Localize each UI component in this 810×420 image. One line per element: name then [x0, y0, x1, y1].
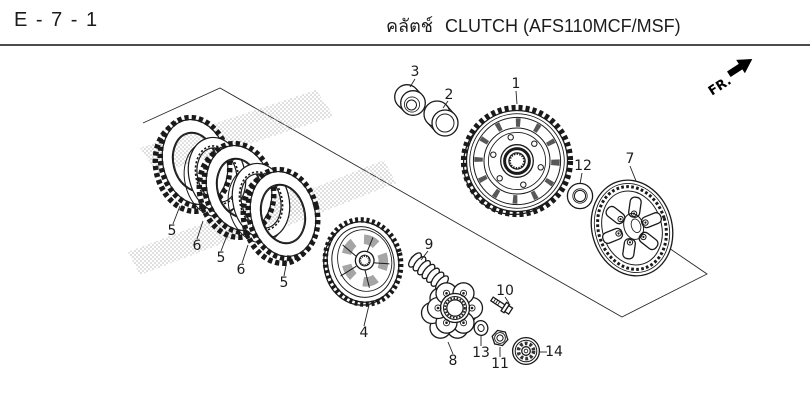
callouts: 3 2 1 12 7 5 6 5 6 5 4 9 10 8 13 11 14: [168, 64, 635, 372]
callout-11: 11: [491, 356, 509, 372]
leader-line: [172, 205, 181, 225]
callout-6b: 6: [237, 262, 246, 278]
callout-5a: 5: [168, 223, 177, 239]
callout-2: 2: [445, 87, 454, 103]
fr-label: FR.: [706, 74, 734, 100]
clutch-parts-diagram: 3 2 1 12 7 5 6 5 6 5 4 9 10 8 13 11 14 F…: [128, 58, 753, 372]
leader-line: [409, 78, 416, 88]
leader-line: [515, 90, 518, 105]
leader-line: [420, 250, 429, 261]
leader-line: [579, 172, 583, 185]
page-title-en: CLUTCH (AFS110MCF/MSF): [444, 16, 681, 36]
leader-line: [442, 100, 449, 109]
part-12-washer: [566, 182, 594, 210]
callout-5b: 5: [217, 250, 226, 266]
leader-line: [283, 254, 289, 277]
part-14-bearing: [511, 336, 541, 366]
leader-line: [220, 232, 229, 252]
fr-arrow-icon: [727, 58, 753, 77]
part-10-bolt: [489, 296, 514, 316]
callout-9: 9: [425, 237, 434, 253]
leader-line: [196, 220, 204, 240]
leader-line: [629, 165, 637, 182]
callout-14: 14: [545, 344, 563, 360]
callout-6a: 6: [193, 238, 202, 254]
callout-4: 4: [360, 325, 369, 341]
page-code: E - 7 - 1: [14, 9, 99, 31]
callout-10: 10: [496, 283, 514, 299]
leader-line: [447, 341, 454, 355]
page-title-thai: คลัตช์: [386, 16, 433, 36]
callout-8: 8: [449, 353, 458, 369]
callout-12: 12: [574, 158, 592, 174]
leader-lines: [172, 78, 637, 357]
page-title: คลัตช์ CLUTCH (AFS110MCF/MSF): [386, 11, 693, 40]
part-11-nut: [491, 329, 509, 347]
part-4-drive-plate: [322, 217, 404, 307]
leader-line: [363, 304, 370, 327]
callout-1: 1: [512, 76, 521, 92]
fr-direction-indicator: FR.: [706, 58, 753, 100]
part-13-washer: [473, 319, 489, 337]
callout-13: 13: [472, 345, 490, 361]
callout-7: 7: [626, 151, 635, 167]
leader-line: [504, 296, 510, 304]
part-1-clutch-outer: [460, 104, 574, 218]
callout-5c: 5: [280, 275, 289, 291]
part-3-bearing: [394, 84, 426, 116]
page-header: E - 7 - 1 คลัตช์ CLUTCH (AFS110MCF/MSF): [0, 0, 810, 46]
assembly-plane: [142, 87, 708, 318]
leader-line: [241, 244, 249, 264]
part-7-weight-plate: [590, 179, 674, 277]
callout-3: 3: [411, 64, 420, 80]
part-2-collar: [423, 100, 459, 137]
part-8-clutch-hub: [420, 282, 484, 339]
